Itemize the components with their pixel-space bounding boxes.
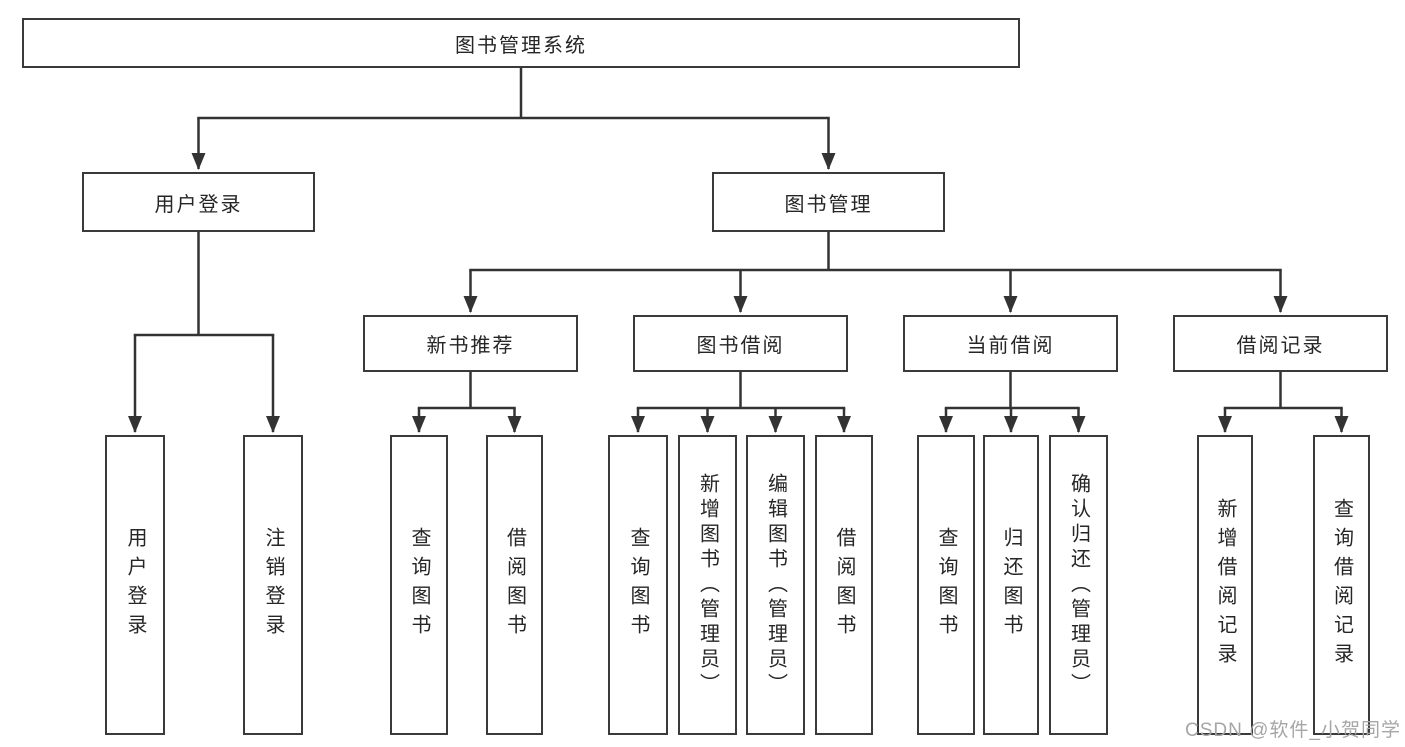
node-new-book-recommend: 新书推荐 xyxy=(363,315,578,372)
node-label: 新书推荐 xyxy=(426,335,515,357)
node-current-borrowing: 当前借阅 xyxy=(903,315,1118,372)
node-label: 图书管理 xyxy=(784,193,873,216)
leaf-borrow-books-recommend: 借阅图书 xyxy=(486,435,543,735)
leaf-query-books-borrowing: 查询图书 xyxy=(608,435,668,735)
leaf-add-borrow-record: 新增借阅记录 xyxy=(1197,435,1253,735)
node-label: 当前借阅 xyxy=(966,335,1055,357)
leaf-query-books-current: 查询图书 xyxy=(917,435,975,735)
node-label: 图书管理系统 xyxy=(455,34,587,57)
node-label: 确认归还（管理员） xyxy=(1067,472,1090,698)
node-user-login: 用户登录 xyxy=(82,172,315,232)
csdn-watermark: CSDN @软件_小贺同学 xyxy=(1185,720,1401,741)
node-label: 查询图书 xyxy=(627,527,649,643)
node-label: 借阅记录 xyxy=(1236,335,1325,357)
node-label: 编辑图书（管理员） xyxy=(764,472,787,698)
leaf-return-books: 归还图书 xyxy=(983,435,1039,735)
node-label: 查询借阅记录 xyxy=(1330,498,1353,672)
node-label: 注销登录 xyxy=(262,527,284,643)
node-label: 归还图书 xyxy=(1000,527,1022,643)
node-label: 查询图书 xyxy=(935,527,957,643)
leaf-borrow-books: 借阅图书 xyxy=(815,435,873,735)
leaf-edit-books-admin: 编辑图书（管理员） xyxy=(746,435,805,735)
node-root: 图书管理系统 xyxy=(22,18,1020,68)
node-label: 查询图书 xyxy=(408,527,430,643)
node-label: 新增图书（管理员） xyxy=(696,472,719,698)
leaf-logout: 注销登录 xyxy=(243,435,303,735)
node-book-borrowing: 图书借阅 xyxy=(633,315,848,372)
node-label: 用户登录 xyxy=(154,193,243,216)
node-borrowing-records: 借阅记录 xyxy=(1173,315,1388,372)
node-label: 用户登录 xyxy=(124,527,146,643)
node-label: 借阅图书 xyxy=(503,527,526,643)
node-label: 新增借阅记录 xyxy=(1214,498,1236,672)
node-label: 图书借阅 xyxy=(696,335,785,357)
node-book-management: 图书管理 xyxy=(712,172,945,232)
leaf-add-books-admin: 新增图书（管理员） xyxy=(678,435,737,735)
leaf-query-borrow-record: 查询借阅记录 xyxy=(1313,435,1370,735)
node-label: 借阅图书 xyxy=(833,527,855,643)
leaf-query-books-recommend: 查询图书 xyxy=(390,435,448,735)
leaf-confirm-return-admin: 确认归还（管理员） xyxy=(1049,435,1108,735)
leaf-user-login: 用户登录 xyxy=(105,435,165,735)
